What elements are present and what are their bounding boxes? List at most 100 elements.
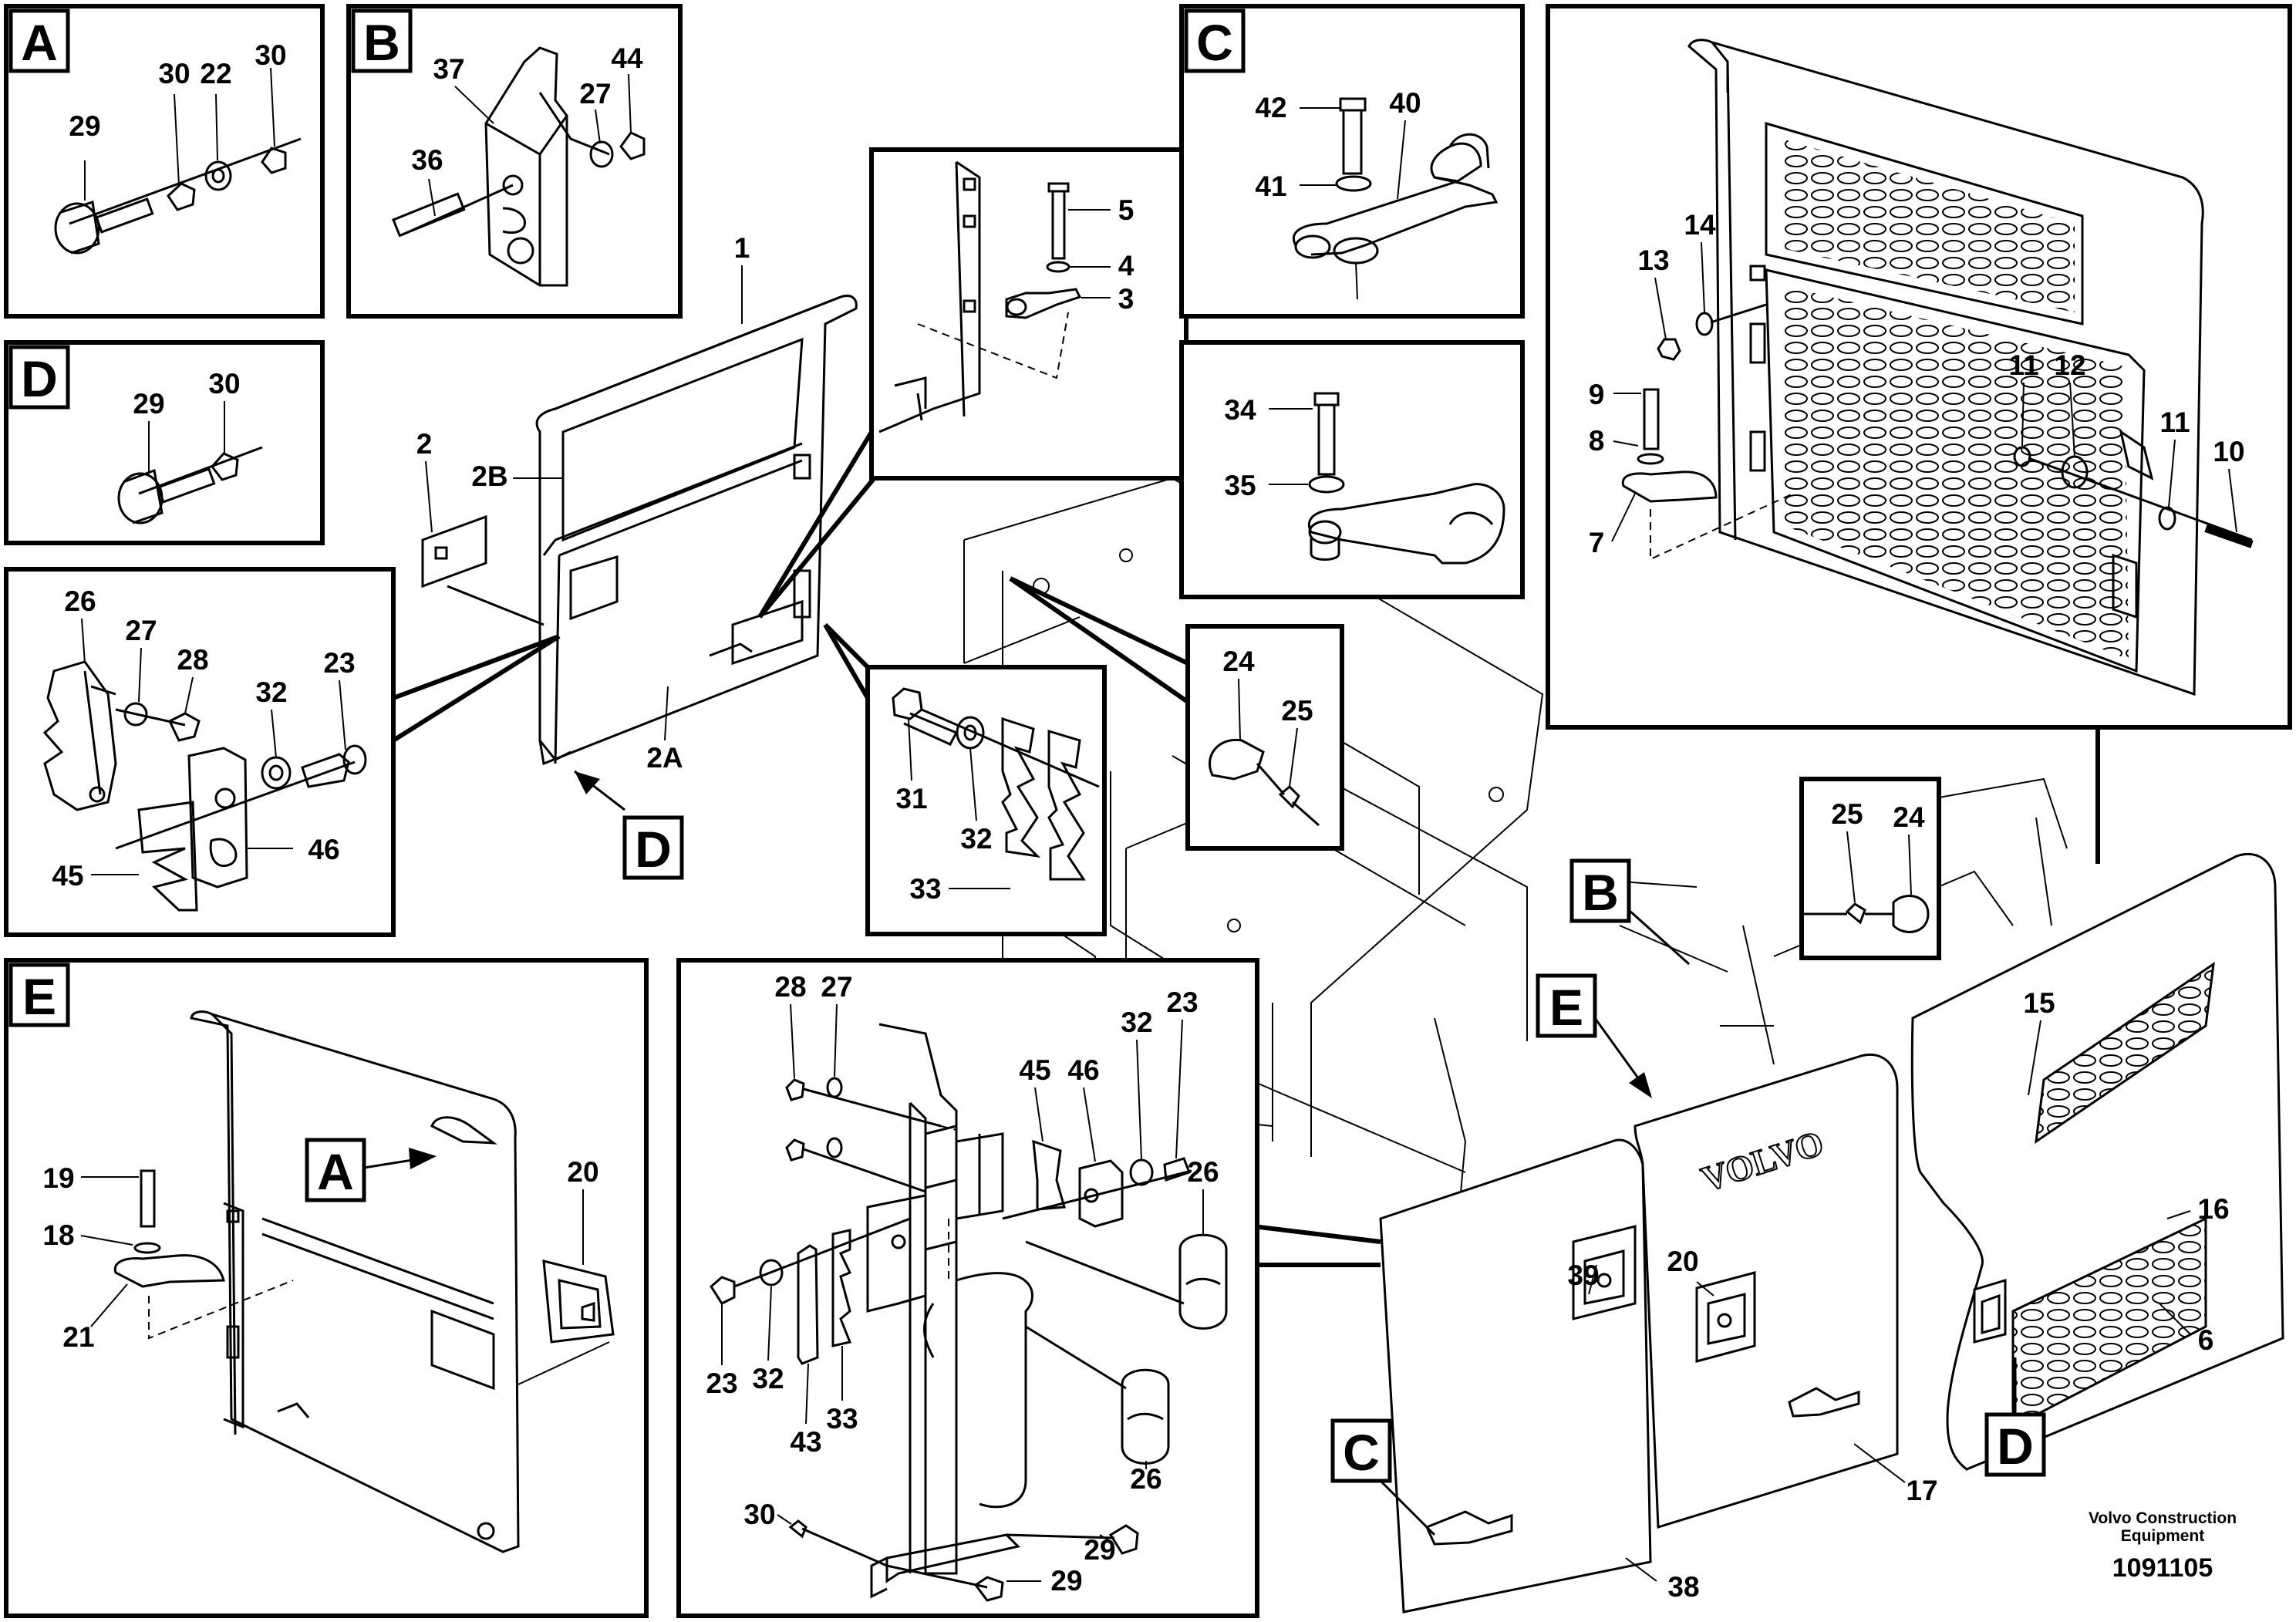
- label-30: 30: [743, 1499, 775, 1530]
- label-45: 45: [52, 860, 83, 892]
- label-11: 11: [2159, 406, 2190, 438]
- detail-box-panel-door: 13 14 9 8 7 11 12 11 10: [1546, 4, 2292, 730]
- label-17: 17: [1906, 1475, 1937, 1506]
- label-19: 19: [42, 1162, 74, 1194]
- label-25: 25: [1281, 695, 1313, 727]
- label-26: 26: [1187, 1156, 1219, 1188]
- label-28: 28: [774, 971, 806, 1003]
- box-letter-c: C: [1196, 14, 1233, 71]
- label-16: 16: [2197, 1193, 2229, 1225]
- label-41: 41: [1255, 170, 1286, 202]
- footer-company-line1: Volvo Construction: [2089, 1509, 2237, 1527]
- label-20: 20: [567, 1156, 598, 1188]
- label-2b: 2B: [471, 460, 507, 492]
- detail-box-bumper-right: 25 24: [1799, 777, 1941, 960]
- label-30: 30: [158, 58, 190, 89]
- label-23: 23: [1166, 986, 1198, 1018]
- detail-box-shims-313233: 31 32 33: [865, 665, 1107, 936]
- label-9: 9: [1589, 379, 1605, 410]
- box-letter-e-callout: E: [1549, 979, 1583, 1036]
- label-6: 6: [2198, 1324, 2214, 1356]
- label-2: 2: [416, 428, 433, 460]
- label-43: 43: [790, 1426, 821, 1458]
- label-33: 33: [826, 1403, 858, 1435]
- label-24: 24: [1222, 646, 1255, 677]
- label-42: 42: [1255, 92, 1286, 123]
- label-23: 23: [706, 1367, 737, 1399]
- label-24: 24: [1893, 801, 1925, 833]
- label-3: 3: [1118, 283, 1135, 315]
- label-35: 35: [1224, 470, 1256, 501]
- label-7: 7: [1589, 527, 1605, 558]
- label-12: 12: [2054, 349, 2085, 381]
- label-14: 14: [1684, 209, 1716, 241]
- label-18: 18: [42, 1219, 74, 1251]
- detail-box-hinge-345: 5 4 3: [869, 147, 1188, 481]
- label-30: 30: [208, 368, 240, 400]
- box-letter-a-callout: A: [317, 1143, 354, 1200]
- label-29: 29: [133, 388, 164, 420]
- label-32: 32: [960, 823, 992, 855]
- side-panels: [1379, 852, 2284, 1614]
- detail-box-c-latch: C 42 41 40: [1179, 4, 1525, 319]
- box-letter-c-callout: C: [1343, 1424, 1380, 1481]
- label-8: 8: [1589, 425, 1605, 457]
- label-20: 20: [1667, 1246, 1698, 1277]
- label-32: 32: [1121, 1007, 1152, 1038]
- label-31: 31: [895, 783, 927, 814]
- label-29: 29: [1084, 1534, 1115, 1566]
- label-1: 1: [734, 232, 750, 264]
- label-38: 38: [1667, 1571, 1699, 1603]
- label-26: 26: [64, 585, 96, 617]
- label-29: 29: [69, 110, 100, 142]
- label-27: 27: [821, 971, 852, 1003]
- door-assembly-1: [421, 295, 858, 766]
- label-23: 23: [323, 647, 355, 679]
- catalog-number: 1091105: [2112, 1553, 2213, 1583]
- detail-box-a: A 29 30 22 30: [4, 4, 325, 319]
- label-5: 5: [1118, 194, 1135, 226]
- detail-box-d-small: D 29 30: [4, 340, 325, 545]
- box-letter-b: B: [363, 14, 400, 71]
- label-32: 32: [752, 1363, 784, 1394]
- label-10: 10: [2213, 436, 2244, 467]
- label-21: 21: [62, 1321, 94, 1353]
- label-46: 46: [308, 834, 339, 865]
- detail-box-bumper-2425: 24 25: [1185, 624, 1344, 851]
- label-36: 36: [411, 144, 443, 176]
- label-34: 34: [1224, 394, 1256, 426]
- label-11: 11: [2008, 349, 2038, 381]
- detail-box-e-panel: E 19 18 21 20 A: [4, 958, 649, 1618]
- label-37: 37: [433, 53, 464, 85]
- label-29: 29: [1050, 1565, 1082, 1597]
- label-45: 45: [1019, 1054, 1050, 1086]
- label-2a: 2A: [646, 742, 683, 774]
- box-letter-d-panel-callout: D: [1997, 1418, 2034, 1475]
- label-33: 33: [909, 873, 941, 905]
- detail-box-b-lock: B 37 36 27 44: [346, 4, 683, 319]
- label-27: 27: [579, 78, 611, 110]
- box-letter-e: E: [22, 968, 56, 1025]
- label-25: 25: [1831, 798, 1863, 830]
- box-letter-b-callout: B: [1582, 864, 1619, 921]
- detail-box-latch-3435: 34 35: [1179, 340, 1525, 599]
- label-15: 15: [2023, 987, 2055, 1019]
- label-4: 4: [1118, 250, 1135, 282]
- label-32: 32: [255, 676, 287, 708]
- label-46: 46: [1067, 1054, 1099, 1086]
- label-13: 13: [1637, 244, 1669, 276]
- callout-lines: [392, 430, 2100, 1267]
- label-40: 40: [1389, 87, 1421, 119]
- detail-box-hinge-bottom: 28 27 45 46 32 23 26 26 23 32 43 33 30 2…: [676, 958, 1259, 1618]
- label-44: 44: [611, 42, 643, 74]
- box-letter-d-callout: D: [635, 821, 672, 878]
- box-letter-d: D: [21, 350, 58, 407]
- detail-box-handle-left: 26 27 28 32 23 45 46: [4, 567, 396, 937]
- footer-company-line2: Equipment: [2121, 1527, 2205, 1545]
- label-30: 30: [255, 39, 286, 71]
- label-22: 22: [200, 58, 231, 89]
- box-letter-a: A: [21, 14, 58, 71]
- label-28: 28: [177, 644, 208, 676]
- label-27: 27: [125, 615, 157, 646]
